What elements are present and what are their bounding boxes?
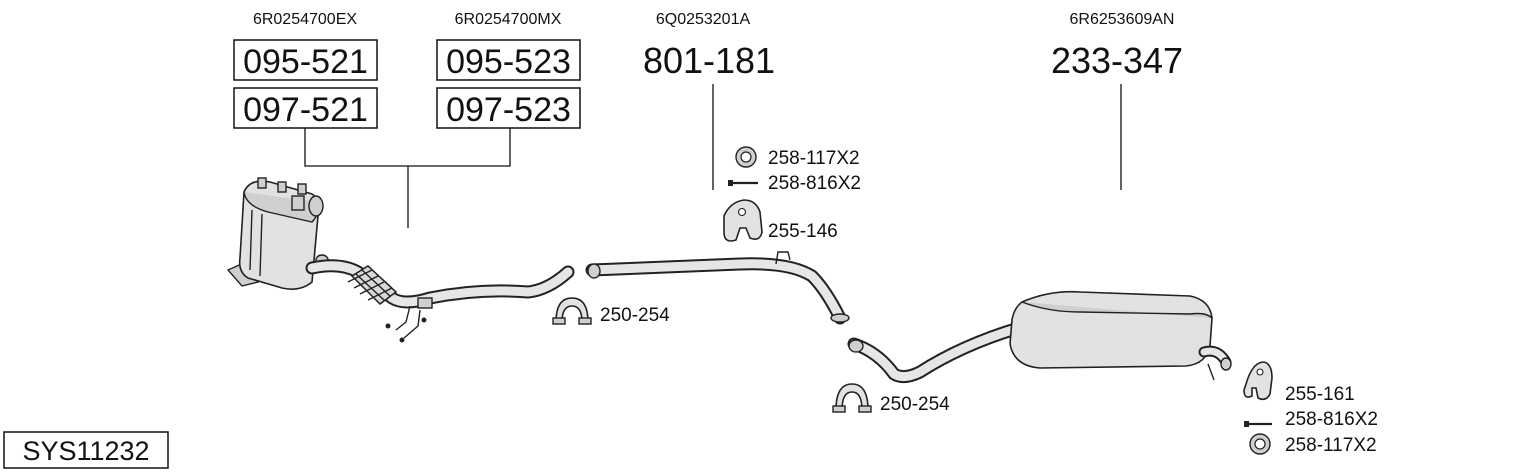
rear-pipe[interactable] [847,315,1047,384]
rubber-hanger-icon [1243,361,1273,401]
middle-pipe[interactable] [585,251,850,325]
bolt-icon [728,180,758,186]
clamp-icon [832,383,872,413]
part-number-label: 095-523 [446,43,571,81]
part-box-cat-a-top[interactable]: 095-521 [233,39,378,81]
part-box-cat-a-bottom[interactable]: 097-521 [233,87,378,129]
fitting-label-bolt-rear[interactable]: 258-816X2 [1285,409,1378,430]
fitting-label-ring-top[interactable]: 258-117X2 [768,148,860,169]
oem-catalyst-mx: 6R0254700MX [455,11,562,28]
bolt-icon [1244,421,1272,427]
oem-rear-silencer: 6R6253609AN [1070,11,1175,28]
fitting-label-bolt-top[interactable]: 258-816X2 [768,173,861,194]
ring-gasket-icon [1249,433,1271,455]
rear-silencer[interactable] [1009,290,1232,381]
fitting-label-hanger-rear[interactable]: 255-161 [1285,384,1355,405]
part-number-rear-silencer[interactable]: 233-347 [1051,40,1183,81]
catalyst-converter[interactable] [226,177,329,290]
rubber-hanger-icon [723,199,763,242]
fitting-label-clamp-middle[interactable]: 250-254 [880,394,950,415]
part-box-cat-b-bottom[interactable]: 097-523 [436,87,581,129]
part-number-label: 097-521 [243,91,368,129]
clamp-icon [552,297,592,325]
part-number-label: 095-521 [243,43,368,81]
part-number-middle-pipe[interactable]: 801-181 [643,40,775,81]
part-number-label: 097-523 [446,91,571,129]
oem-catalyst-ex: 6R0254700EX [253,11,357,28]
system-id-box: SYS11232 [3,431,169,469]
oem-middle-pipe: 6Q0253201A [656,11,751,28]
fitting-label-ring-rear[interactable]: 258-117X2 [1285,435,1377,456]
fitting-label-clamp-left[interactable]: 250-254 [600,305,670,326]
system-id: SYS11232 [22,436,149,466]
fitting-label-hanger-top[interactable]: 255-146 [768,221,838,242]
front-pipe[interactable] [305,259,575,343]
leader-lines [304,84,1122,228]
ring-gasket-icon [735,146,757,168]
part-box-cat-b-top[interactable]: 095-523 [436,39,581,81]
